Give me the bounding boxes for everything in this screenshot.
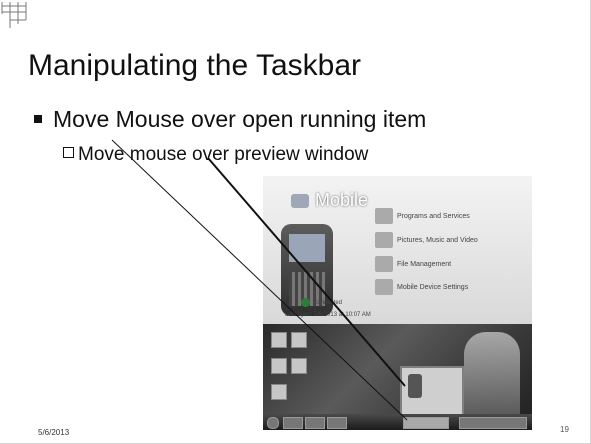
slide-corner-grid-icon <box>1 2 27 28</box>
statue-wallpaper <box>464 332 520 424</box>
taskbar-button[interactable] <box>459 417 527 429</box>
footer-date: 5/6/2013 <box>38 428 70 437</box>
bullet-1: Move Mouse over open running item <box>34 106 426 133</box>
desktop-icon[interactable] <box>291 358 307 374</box>
programs-icon <box>375 208 393 224</box>
start-button[interactable] <box>267 417 279 429</box>
menu-item-programs[interactable]: Programs and Services <box>375 208 470 224</box>
taskbar <box>263 414 532 430</box>
menu-item-label: File Management <box>397 260 452 268</box>
mobile-logo: Mobile <box>291 190 368 211</box>
file-management-icon <box>375 256 393 272</box>
taskbar-button[interactable] <box>283 417 303 429</box>
desktop-icon[interactable] <box>271 384 287 400</box>
connection-status: Connected <box>301 298 342 307</box>
menu-item-pictures[interactable]: Pictures, Music and Video <box>375 232 478 248</box>
slide-title: Manipulating the Taskbar <box>28 49 361 82</box>
desktop-icon[interactable] <box>291 332 307 348</box>
embedded-screenshot: Mobile Programs and Services Pictures, M… <box>263 176 532 430</box>
menu-item-label: Programs and Services <box>397 212 470 220</box>
menu-item-label: Pictures, Music and Video <box>397 236 478 244</box>
taskbar-button[interactable] <box>305 417 325 429</box>
desktop-icon[interactable] <box>271 332 287 348</box>
bullet-square-filled-icon <box>34 114 42 123</box>
taskbar-button[interactable] <box>327 417 347 429</box>
last-sync-text: Last sync: 5/6/2013 at 10:07 AM <box>285 312 371 318</box>
menu-item-files[interactable]: File Management <box>375 256 451 272</box>
bullet-2-text: Move mouse over preview window <box>78 144 369 165</box>
settings-icon <box>375 279 393 295</box>
taskbar-preview-window[interactable] <box>400 366 464 418</box>
menu-item-settings[interactable]: Mobile Device Settings <box>375 279 468 295</box>
preview-phone-icon <box>408 374 422 398</box>
desktop-icon[interactable] <box>271 358 287 374</box>
mobile-device-center-panel: Mobile Programs and Services Pictures, M… <box>263 176 532 324</box>
connection-status-text: Connected <box>313 300 343 307</box>
bullet-square-outline-icon <box>63 147 74 159</box>
mobile-logo-text: Mobile <box>315 190 369 210</box>
pictures-icon <box>375 232 393 248</box>
bullet-2: Move mouse over preview window <box>63 144 368 166</box>
taskbar-running-item[interactable] <box>403 417 449 429</box>
windows-logo-icon <box>291 194 309 209</box>
desktop-background <box>263 324 532 430</box>
menu-item-label: Mobile Device Settings <box>397 283 469 291</box>
slide-number: 19 <box>560 425 569 434</box>
bullet-1-text: Move Mouse over open running item <box>53 106 427 132</box>
connected-icon <box>301 298 310 307</box>
